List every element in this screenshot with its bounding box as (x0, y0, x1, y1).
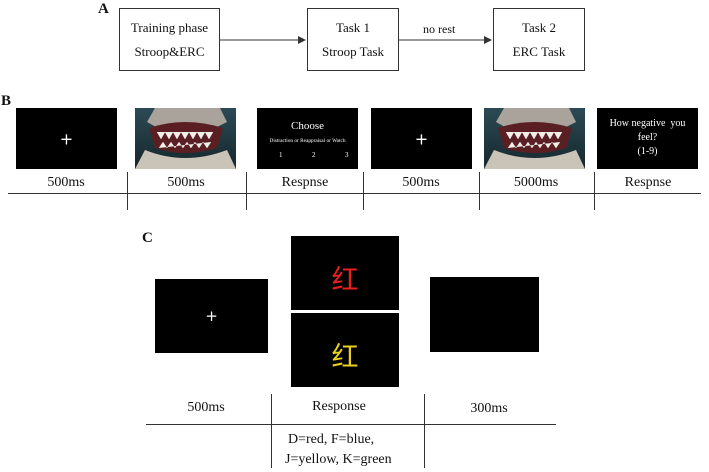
timeline-b-line (8, 193, 701, 194)
panel-a-label: A (98, 1, 109, 17)
flow-box-task1-title: Task 1 (335, 19, 371, 35)
stroop-character-yellow: 红 (331, 342, 359, 373)
duration-b-5: 5000ms (513, 175, 559, 190)
rating-scale: (1-9) (637, 146, 658, 157)
rating-question-line1: How negative you (609, 118, 686, 129)
flow-box-training-title: Training phase (130, 19, 209, 35)
duration-b-3: Respnse (281, 175, 329, 190)
key-mapping-line1: D=red, F=blue, (288, 432, 375, 447)
screen-choose: Choose Distraction or Reappraisal or Wat… (257, 108, 358, 169)
flow-box-task1-subtitle: Stroop Task (321, 43, 385, 59)
flow-box-task2: Task 2 ERC Task (493, 8, 585, 71)
choose-number-2: 2 (312, 151, 316, 159)
shark-image-2 (484, 108, 585, 169)
fixation-cross: + (59, 129, 74, 148)
timeline-b-tick (479, 172, 480, 210)
timeline-b-tick (246, 172, 247, 210)
screen-blank-c (430, 277, 539, 352)
choose-options: Distraction or Reappraisal or Watch (269, 138, 346, 144)
timeline-b-tick (363, 172, 364, 210)
flow-box-training-subtitle: Stroop&ERC (134, 43, 205, 59)
flow-arrows (220, 36, 492, 44)
stroop-character-red: 红 (331, 265, 359, 296)
duration-c-3: 300ms (470, 401, 508, 416)
duration-b-1: 500ms (47, 175, 85, 190)
fixation-cross: + (205, 307, 218, 325)
duration-b-2: 500ms (167, 175, 205, 190)
flow-box-task1: Task 1 Stroop Task (307, 8, 399, 71)
timeline-b-tick (594, 172, 595, 210)
timeline-c-tick (424, 394, 425, 468)
flow-box-task2-title: Task 2 (521, 19, 557, 35)
timeline-c-line (146, 424, 556, 425)
timeline-b-tick (127, 172, 128, 210)
screen-rating: How negative you feel? (1-9) (597, 108, 698, 169)
panel-b-label: B (1, 93, 12, 109)
no-rest-label: no rest (423, 22, 456, 36)
duration-b-6: Respnse (624, 175, 672, 190)
duration-c-1: 500ms (187, 400, 225, 415)
duration-c-2: Response (312, 399, 366, 414)
key-mapping-line2: J=yellow, K=green (285, 452, 392, 467)
screen-stimulus-red: 红 (291, 236, 399, 310)
screen-stimulus-yellow: 红 (291, 313, 399, 387)
flow-box-task2-subtitle: ERC Task (512, 43, 566, 59)
screen-fixation-c: + (155, 279, 268, 353)
timeline-c-tick (271, 394, 272, 468)
screen-fixation-2: + (371, 108, 472, 169)
choose-number-3: 3 (345, 151, 349, 159)
fixation-cross: + (414, 129, 429, 148)
choose-title: Choose (291, 120, 324, 132)
panel-c-label: C (142, 230, 153, 246)
screen-fixation-1: + (16, 108, 117, 169)
rating-question-line2: feel? (637, 132, 658, 143)
flow-box-training: Training phase Stroop&ERC (119, 8, 220, 71)
shark-image-1 (135, 108, 236, 169)
duration-b-4: 500ms (402, 175, 440, 190)
choose-number-1: 1 (279, 151, 283, 159)
